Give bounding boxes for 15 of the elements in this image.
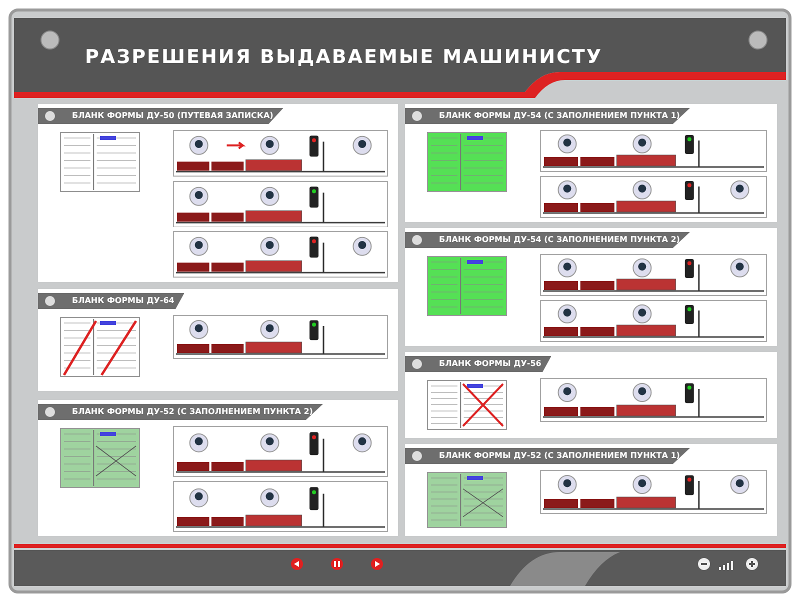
form-panel: [38, 289, 398, 391]
form-panel: [405, 444, 777, 536]
poster-title: РАЗРЕШЕНИЯ ВЫДАВАЕМЫЕ МАШИНИСТУ: [85, 46, 603, 68]
form-panel: [405, 228, 777, 346]
panel-heading: БЛАНК ФОРМЫ ДУ-52 (С ЗАПОЛНЕНИЕМ ПУНКТА 2): [38, 404, 323, 420]
panel-heading: БЛАНК ФОРМЫ ДУ-56: [405, 356, 552, 372]
panel-heading: БЛАНК ФОРМЫ ДУ-54 (С ЗАПОЛНЕНИЕМ ПУНКТА 2): [405, 232, 690, 248]
panel-heading: БЛАНК ФОРМЫ ДУ-64: [38, 293, 184, 309]
form-panel: [405, 104, 777, 222]
panel-heading: БЛАНК ФОРМЫ ДУ-52 (С ЗАПОЛНЕНИЕМ ПУНКТА 1): [405, 448, 690, 464]
panel-heading: БЛАНК ФОРМЫ ДУ-50 (ПУТЕВАЯ ЗАПИСКА): [38, 108, 284, 124]
form-panel: [38, 104, 398, 282]
panel-heading: БЛАНК ФОРМЫ ДУ-54 (С ЗАПОЛНЕНИЕМ ПУНКТА 1): [405, 108, 690, 124]
form-panel: [405, 352, 777, 438]
form-panel: [38, 400, 398, 536]
